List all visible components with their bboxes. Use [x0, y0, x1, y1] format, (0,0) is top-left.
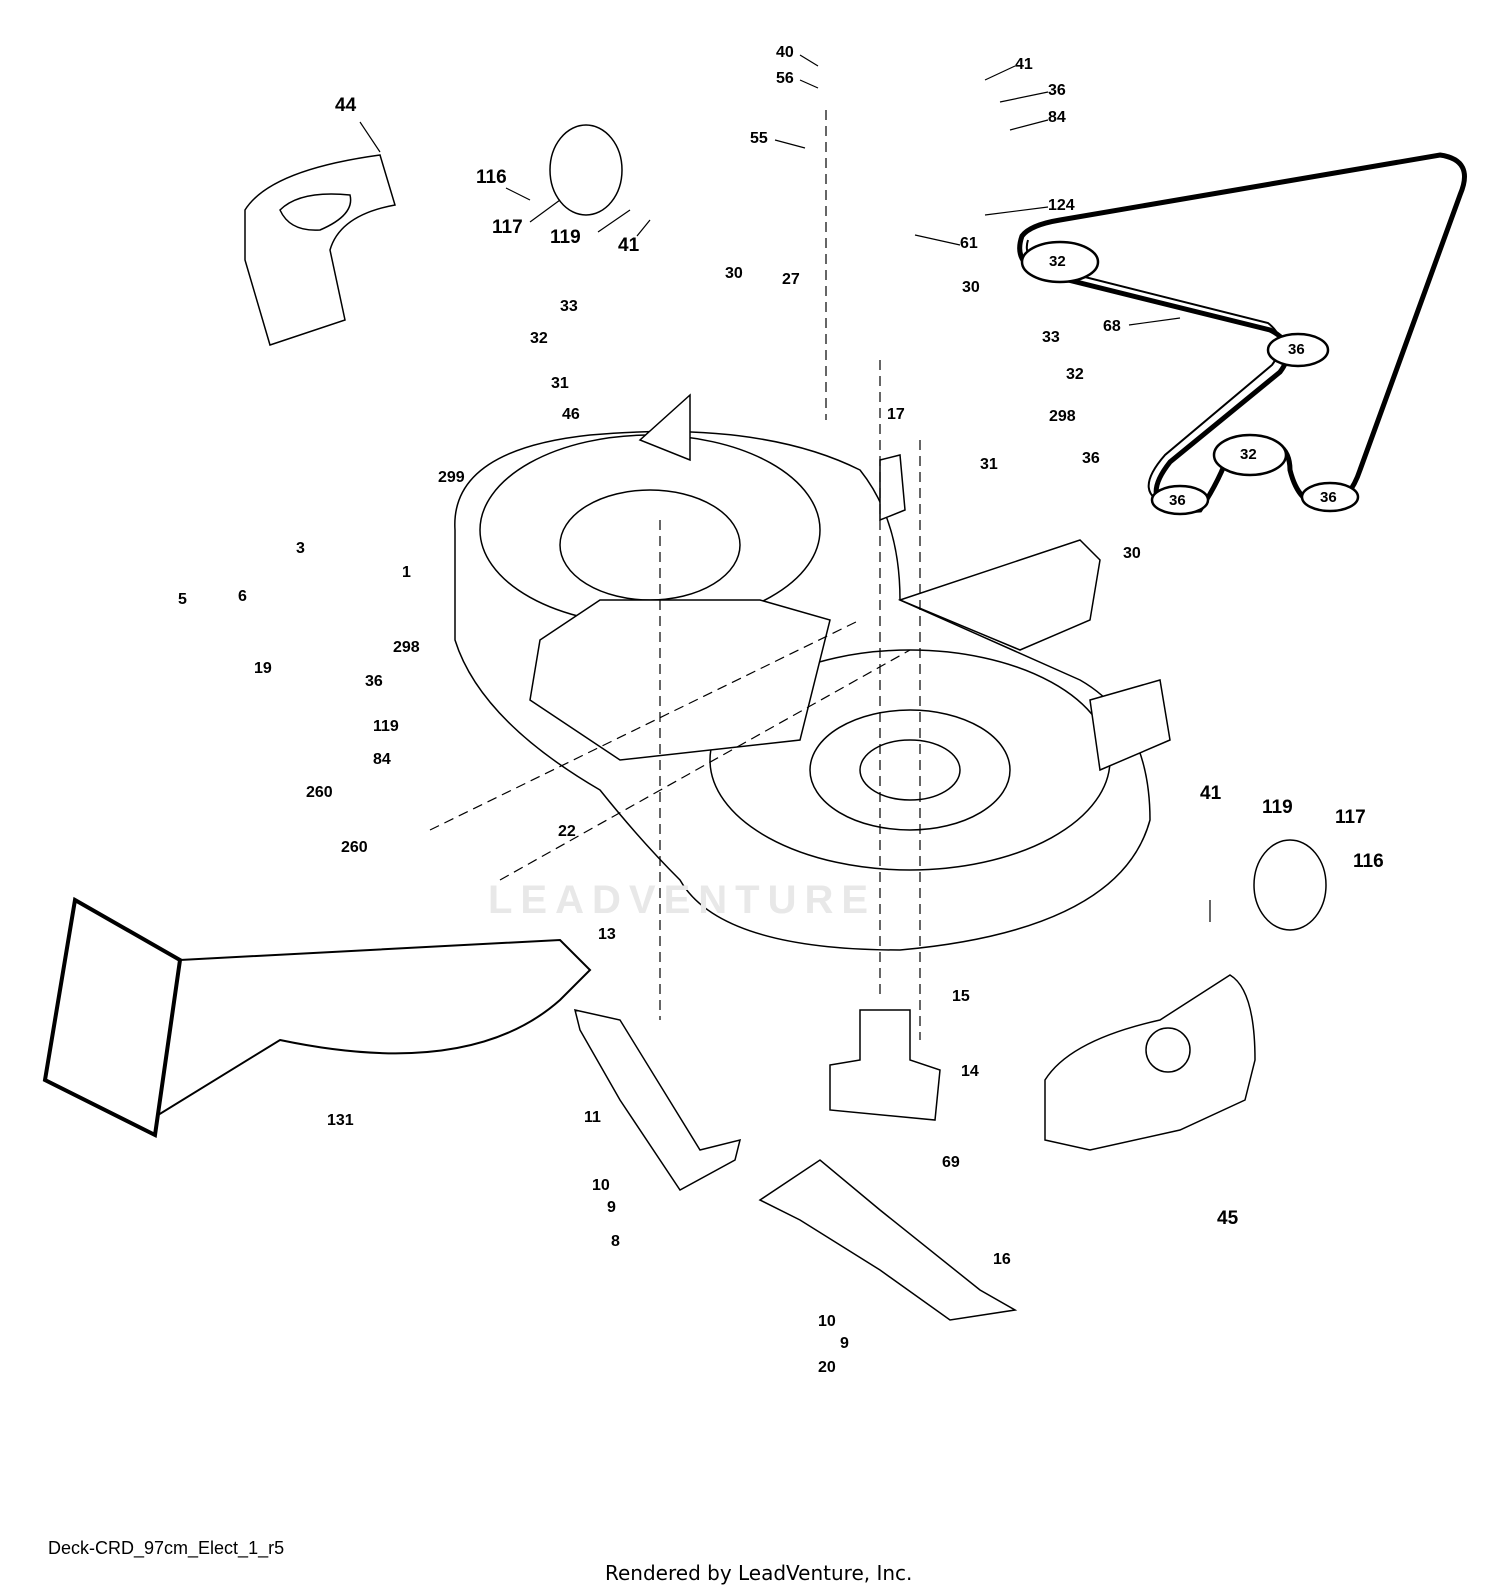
part-label-20: 20	[818, 1359, 836, 1376]
part-label-33: 33	[560, 298, 578, 315]
part-label-30c: 30	[1123, 545, 1141, 562]
watermark: LEADVENTURE	[488, 878, 877, 922]
part-label-131: 131	[327, 1112, 354, 1129]
leader-lines	[359, 54, 1211, 922]
part-label-298: 298	[1049, 408, 1076, 425]
part-label-124: 124	[1048, 197, 1075, 214]
part-label-119c: 119	[1262, 797, 1293, 818]
part-label-40: 40	[776, 44, 794, 61]
deck-housing	[454, 393, 1171, 951]
part-label-117: 117	[492, 217, 523, 238]
part-label-5: 5	[178, 591, 187, 608]
part-label-299: 299	[438, 469, 465, 486]
part-label-46: 46	[562, 406, 580, 423]
part-label-6: 6	[238, 588, 247, 605]
footer-credit: Rendered by LeadVenture, Inc.	[605, 1561, 913, 1585]
belt-pulley-label-36: 36	[1288, 341, 1305, 358]
belt-pulleys	[1020, 240, 1360, 516]
part-label-10b: 10	[818, 1313, 836, 1330]
part-label-260: 260	[306, 784, 333, 801]
belt-cover	[1044, 974, 1256, 1151]
gauge-wheels	[549, 124, 1327, 931]
part-label-13: 13	[598, 926, 616, 943]
part-label-84: 84	[1048, 109, 1066, 126]
part-label-45: 45	[1217, 1208, 1239, 1229]
part-label-260b: 260	[341, 839, 368, 856]
part-label-56: 56	[776, 70, 794, 87]
part-label-55: 55	[750, 130, 768, 147]
part-label-30: 30	[725, 265, 743, 282]
part-label-69: 69	[942, 1154, 960, 1171]
belt-pulley-label-32: 32	[1049, 253, 1066, 270]
part-label-22: 22	[558, 823, 576, 840]
assembly-guides	[429, 110, 921, 1040]
part-label-117b: 117	[1335, 807, 1366, 828]
part-label-11: 11	[584, 1109, 601, 1126]
part-label-116b: 116	[1353, 851, 1384, 872]
part-label-119b: 119	[373, 718, 399, 735]
part-label-33b: 33	[1042, 329, 1060, 346]
part-label-36: 36	[1048, 82, 1066, 99]
part-label-41: 41	[618, 235, 640, 256]
part-label-27: 27	[782, 271, 800, 288]
part-label-119: 119	[550, 227, 581, 248]
part-label-298b: 298	[393, 639, 420, 656]
part-label-116: 116	[476, 167, 507, 188]
part-label-3: 3	[296, 540, 305, 557]
part-label-30b: 30	[962, 279, 980, 296]
part-label-1: 1	[402, 564, 411, 581]
part-label-9b: 9	[840, 1335, 849, 1352]
part-label-31b: 31	[980, 456, 998, 473]
part-label-36c: 36	[365, 673, 383, 690]
belt-pulley-label-32b: 32	[1240, 446, 1257, 463]
discharge-chute	[42, 896, 592, 1139]
part-label-41c: 41	[1200, 783, 1222, 804]
part-label-10: 10	[592, 1177, 610, 1194]
part-label-41b: 41	[1015, 56, 1033, 73]
part-label-17: 17	[887, 406, 905, 423]
part-label-16: 16	[993, 1251, 1011, 1268]
belt-pulley-label-36c: 36	[1320, 489, 1337, 506]
belt-pulley-label-36b: 36	[1169, 492, 1186, 509]
part-label-15: 15	[952, 988, 970, 1005]
part-label-8: 8	[611, 1233, 620, 1250]
mulch-cover	[244, 154, 396, 346]
part-label-68: 68	[1103, 318, 1121, 335]
part-label-14: 14	[961, 1063, 979, 1080]
part-label-32: 32	[530, 330, 548, 347]
part-label-31: 31	[551, 375, 569, 392]
part-label-32b: 32	[1066, 366, 1084, 383]
part-label-19: 19	[254, 660, 272, 677]
blades	[573, 1009, 1018, 1321]
part-label-44: 44	[335, 95, 357, 116]
part-label-9: 9	[607, 1199, 616, 1216]
part-label-61: 61	[960, 235, 978, 252]
part-label-84b: 84	[373, 751, 391, 768]
part-label-36b: 36	[1082, 450, 1100, 467]
drawing-id: Deck-CRD_97cm_Elect_1_r5	[48, 1538, 285, 1558]
spindle-housing	[829, 1009, 941, 1121]
